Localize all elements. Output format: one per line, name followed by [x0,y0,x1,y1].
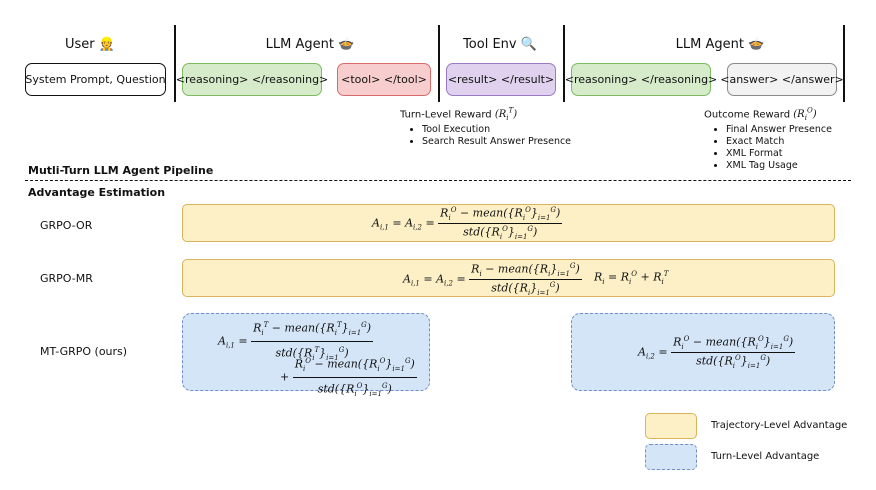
header-toolenv-label: Tool Env [463,37,517,52]
outcome-reward-list: Final Answer Presence Exact Match XML Fo… [704,124,874,172]
legend-trajectory-label: Trajectory-Level Advantage [711,420,848,431]
divider-2 [438,25,440,102]
legend-trajectory-swatch [645,413,697,439]
turn-reward-item: Tool Execution [422,124,580,136]
pipeline-title: Mutli-Turn LLM Agent Pipeline [28,164,214,177]
header-agent-1: LLM Agent 🍲 [230,37,390,52]
turn-reward-list: Tool Execution Search Result Answer Pres… [400,124,580,148]
outcome-reward-item: Final Answer Presence [726,124,874,136]
pot-icon: 🍲 [748,37,765,52]
formula-grpo-or: Ai,1 = Ai,2 = RiO − mean({RiO}i=1G) std(… [372,206,563,241]
outcome-reward-block: Outcome Reward (RiO) Final Answer Presen… [704,107,874,172]
turn-advantage-box [182,313,430,391]
header-agent-2-label: LLM Agent [675,37,744,52]
formula-mt-grpo-turn-plus: + RiO − mean({RiO}i=1G) std({RiO}i=1G) [280,354,417,401]
divider-4 [843,25,845,102]
outcome-reward-item: XML Format [726,148,874,160]
formula-grpo-mr: Ai,1 = Ai,2 = Ri − mean({Ri}i=1G) std({R… [403,262,582,297]
turn-reward-title: Turn-Level Reward [400,109,492,121]
tool-box: <tool> </tool> [337,63,431,96]
worker-icon: 👷 [98,37,115,52]
legend-turn-swatch [645,444,697,470]
divider-3 [563,25,565,102]
reasoning-box-2: <reasoning> </reasoning> [565,63,717,96]
outcome-reward-title: Outcome Reward [704,109,791,121]
divider-1 [174,25,176,102]
outcome-reward-heading: Outcome Reward (RiO) [704,107,817,123]
system-prompt-box: System Prompt, Question [25,63,166,96]
formula-mt-grpo-turn: Ai,1 = RiT − mean({RiT}i=1G) std({RiT}i=… [218,318,374,365]
turn-reward-heading: Turn-Level Reward (RiT) [400,107,518,123]
header-user: User 👷 [40,37,140,52]
outcome-reward-item: Exact Match [726,136,874,148]
row-label-grpo-or: GRPO-OR [40,219,93,232]
turn-reward-block: Turn-Level Reward (RiT) Tool Execution S… [400,107,580,148]
turn-reward-item: Search Result Answer Presence [422,136,580,148]
formula-grpo-mr-reward: Ri = RiO + RiT [594,270,669,286]
advantage-title: Advantage Estimation [28,186,166,199]
reasoning-box-1: <reasoning> </reasoning> [176,63,328,96]
header-agent-1-label: LLM Agent [265,37,334,52]
outcome-reward-item: XML Tag Usage [726,160,874,172]
legend-turn-label: Turn-Level Advantage [711,451,820,462]
magnifier-icon: 🔍 [520,37,537,52]
trajectory-advantage-box [182,259,835,297]
header-agent-2: LLM Agent 🍲 [640,37,800,52]
answer-box: <answer> </answer> [720,63,844,96]
header-user-label: User [65,37,95,52]
pot-icon: 🍲 [338,37,355,52]
row-label-mt-grpo: MT-GRPO (ours) [40,345,128,358]
header-toolenv: Tool Env 🔍 [445,37,555,52]
formula-mt-grpo-outcome: Ai,2 = RiO − mean({RiO}i=1G) std({RiO}i=… [638,335,796,370]
result-box: <result> </result> [446,63,556,96]
section-divider [25,180,851,181]
row-label-grpo-mr: GRPO-MR [40,272,93,285]
